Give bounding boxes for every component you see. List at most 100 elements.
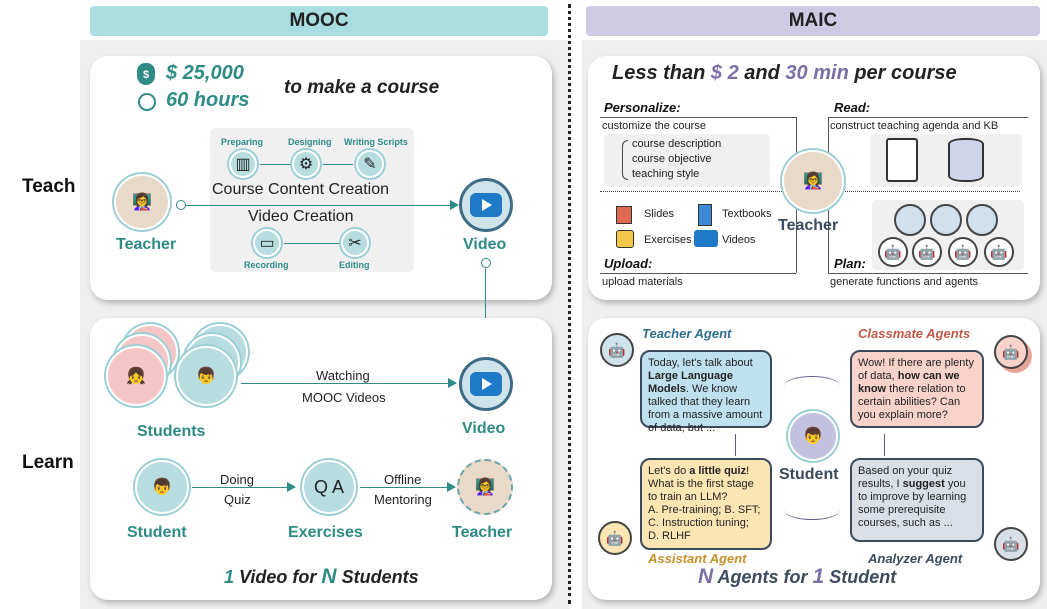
classmate-agents-bubble: Wow! If there are plenty of data, how ca… — [850, 350, 984, 428]
personalize-box — [604, 134, 770, 186]
student-boy-avatar: 👦 — [176, 346, 236, 406]
exercises-icon: Q A — [302, 460, 356, 514]
recording-icon: ▭ — [253, 229, 281, 257]
mooc-tagline: 1 Video for N Students — [224, 565, 419, 589]
assistant-bubble-e: C. Instruction tuning; — [648, 517, 749, 529]
mooc-tagline-n: N — [321, 565, 337, 588]
teacher-bubble-c: . We know talked that they learn from a … — [648, 383, 763, 434]
students-group: 👧 👦 — [104, 322, 248, 418]
editing-icon: ✂ — [341, 229, 369, 257]
curve-arrow-top — [784, 376, 840, 396]
upload-underline — [600, 273, 796, 274]
step-preparing-label: Preparing — [221, 137, 264, 147]
designing-icon: ⚙ — [292, 150, 320, 178]
agent-robot-icon-1: 🤖 — [878, 237, 908, 267]
mooc-header: MOOC — [90, 6, 548, 36]
mooc-cost-suffix: to make a course — [284, 77, 440, 98]
maic-tagline-n: N — [698, 565, 714, 588]
mentoring-arrow — [360, 487, 450, 488]
maic-headline-2: and — [744, 62, 780, 84]
maic-headline-3: per course — [854, 62, 957, 84]
maic-teacher-avatar: 👩‍🏫 — [782, 150, 844, 212]
personalize-item-2: course objective — [632, 153, 712, 165]
maic-teacher-label: Teacher — [778, 217, 839, 234]
arrow-origin-dot — [176, 200, 186, 210]
step-recording-label: Recording — [244, 260, 289, 270]
video-icon-2 — [459, 357, 513, 411]
analyzer-agent-robot-icon: 🤖 — [994, 527, 1028, 561]
function-icon-1 — [894, 204, 926, 236]
maic-header: MAIC — [586, 6, 1040, 36]
preparing-icon: ▥ — [229, 150, 257, 178]
vertical-link-left — [735, 434, 736, 456]
function-icon-2 — [930, 204, 962, 236]
teacher-bubble-a: Today, let's talk about — [648, 357, 753, 369]
offline-label-1: Offline — [384, 472, 422, 487]
maic-headline-amt: $ 2 — [710, 62, 739, 84]
teacher-agent-title: Teacher Agent — [642, 326, 732, 341]
classmate-agents-title: Classmate Agents — [858, 326, 971, 341]
analyzer-bubble-b: suggest — [902, 478, 945, 490]
video-label: Video — [463, 236, 507, 253]
offline-label-2: Mentoring — [374, 492, 432, 507]
classmate-agents-robot-icon: 🤖 — [994, 335, 1028, 369]
student-girl-avatar: 👧 — [106, 346, 166, 406]
maic-student-label: Student — [779, 466, 839, 483]
row-label-learn: Learn — [22, 452, 74, 473]
slides-icon — [616, 206, 632, 224]
maic-headline-time: 30 min — [785, 62, 849, 84]
doing-label-1: Doing — [220, 472, 254, 487]
teacher-label-2: Teacher — [452, 524, 513, 541]
maic-tagline-end: Student — [829, 567, 897, 587]
step-writing-label: Writing Scripts — [344, 137, 408, 147]
teacher-label: Teacher — [116, 236, 177, 253]
assistant-agent-title: Assistant Agent — [648, 551, 747, 566]
knowledge-base-icon — [948, 138, 984, 182]
mooc-tagline-num: 1 — [224, 567, 235, 587]
mooc-tagline-mid: Video for — [239, 567, 317, 587]
agent-robot-icon-3: 🤖 — [948, 237, 978, 267]
step-arrow-1 — [260, 164, 290, 165]
teacher-bubble-b: Large Language Models — [648, 370, 733, 395]
agent-robot-icon-4: 🤖 — [984, 237, 1014, 267]
upload-text: upload materials — [602, 276, 683, 288]
teacher-to-video-arrowhead — [450, 200, 459, 210]
upload-title: Upload: — [604, 256, 653, 271]
teacher-avatar-2: 👩‍🏫 — [457, 459, 513, 515]
classmate-bubble-c: there relation to certain abilities? Can… — [858, 383, 966, 421]
personalize-item-1: course description — [632, 138, 722, 150]
watching-arrow — [241, 383, 451, 384]
textbooks-label: Textbooks — [722, 208, 772, 220]
content-creation-label: Course Content Creation — [212, 181, 389, 198]
assistant-bubble-b: a little quiz — [689, 465, 747, 477]
maic-student-avatar: 👦 — [788, 411, 838, 461]
plan-underline — [828, 273, 1028, 274]
watching-label-1: Watching — [316, 368, 370, 383]
plan-text: generate functions and agents — [830, 276, 979, 288]
analyzer-bubble-a: Based on your quiz results, I — [858, 465, 953, 490]
document-stack-icon — [886, 138, 918, 182]
analyzer-bubble-c: you to improve by learning some prerequi… — [858, 478, 967, 529]
quiz-arrowhead — [287, 482, 296, 492]
read-text: construct teaching agenda and KB — [830, 120, 999, 132]
assistant-bubble-d: A. Pre-training; B. SFT; — [648, 504, 761, 516]
quiz-arrow — [192, 487, 290, 488]
video-creation-label: Video Creation — [248, 208, 354, 225]
mooc-cost-hours: 60 hours — [166, 89, 250, 111]
exercises-label: Exercises — [288, 524, 363, 541]
exercises-material-icon — [616, 230, 634, 248]
row-label-teach: Teach — [22, 176, 76, 197]
assistant-bubble-c: ! What is the first stage to train an LL… — [648, 465, 754, 503]
assistant-agent-bubble: Let's do a little quiz! What is the firs… — [640, 458, 772, 550]
mooc-tagline-end: Students — [341, 567, 419, 587]
maic-headline-1: Less than — [612, 62, 706, 84]
video-down-arrow-dot — [481, 258, 491, 268]
mentoring-arrowhead — [447, 482, 456, 492]
personalize-title: Personalize: — [604, 100, 681, 115]
watching-arrowhead — [448, 378, 457, 388]
video-label-2: Video — [462, 420, 506, 437]
maic-tagline: N Agents for 1 Student — [698, 565, 896, 589]
personalize-text: customize the course — [602, 120, 706, 132]
slides-label: Slides — [644, 208, 674, 220]
textbooks-icon — [698, 204, 712, 226]
